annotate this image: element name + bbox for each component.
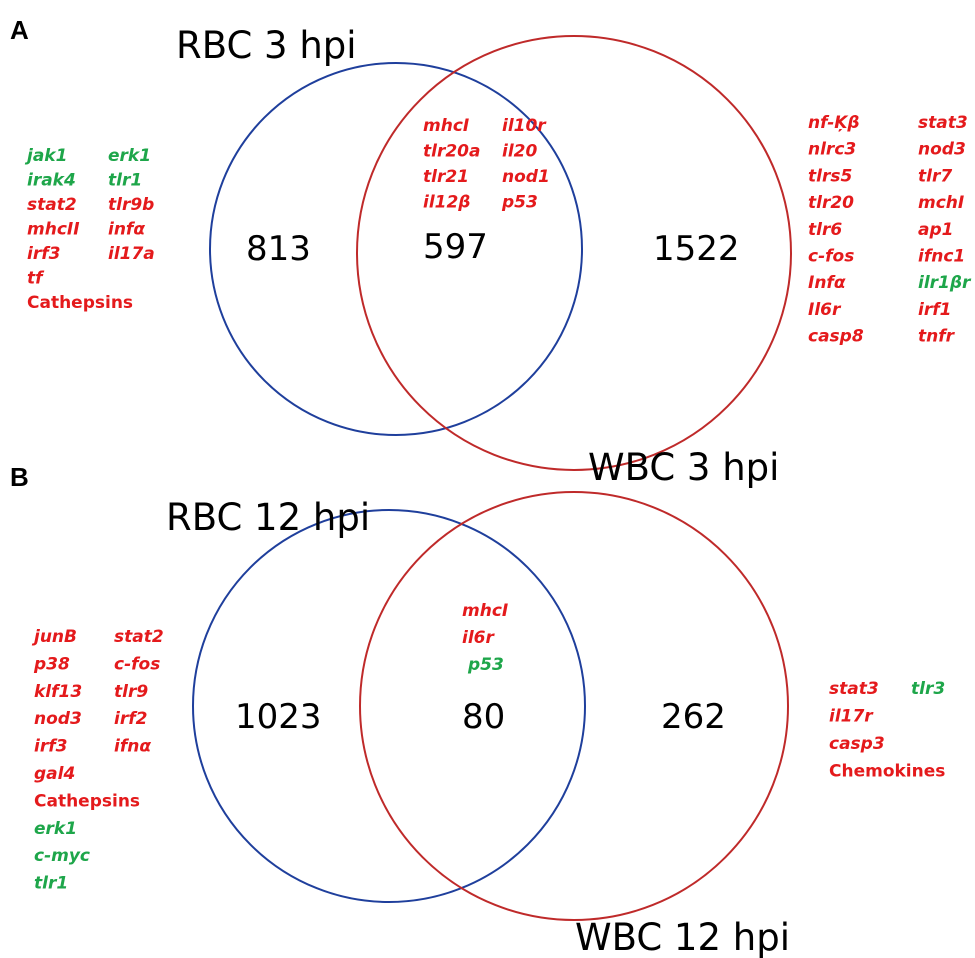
gene-label: ap1 [918, 220, 953, 240]
panel-letter-b: B [10, 462, 29, 492]
gene-label: p53 [467, 655, 504, 675]
gene-label: tf [27, 269, 45, 289]
gene-label: tnfr [918, 327, 956, 347]
wbc-12hpi-circle [359, 491, 789, 921]
rbc-3hpi-title: RBC 3 hpi [176, 24, 357, 67]
gene-label: c-myc [34, 846, 90, 866]
gene-label: il20 [502, 142, 537, 162]
gene-label: klf13 [34, 682, 82, 702]
gene-label: Il6r [808, 300, 842, 320]
gene-label: tlr9b [108, 195, 154, 215]
gene-label: tlr6 [808, 220, 842, 240]
rbc-12hpi-only-count: 1023 [235, 697, 322, 737]
gene-label: il17r [829, 707, 874, 727]
overlap-12hpi-count: 80 [462, 697, 505, 737]
gene-label: irf2 [114, 709, 147, 729]
gene-label: Chemokines [829, 762, 945, 782]
gene-label: erk1 [108, 146, 151, 166]
gene-label: Cathepsins [34, 791, 140, 811]
gene-label: mhcI [423, 116, 469, 136]
gene-label: ifnc1 [918, 247, 965, 267]
gene-label: c-fos [114, 654, 160, 674]
gene-label: junB [31, 627, 77, 647]
gene-label: p53 [501, 193, 538, 213]
gene-label: stat2 [27, 195, 77, 215]
overlap-3hpi-gene-list: mhcI il10r tlr20a il20 tlr21 nod1 il12β p53 [423, 116, 550, 213]
gene-label: ilr1βr [918, 273, 972, 293]
gene-label: tlr9 [114, 682, 148, 702]
rbc-3hpi-only-count: 813 [246, 229, 311, 269]
gene-label: nod1 [502, 167, 550, 187]
gene-label: infα [108, 220, 145, 240]
wbc-12hpi-only-count: 262 [661, 697, 726, 737]
gene-label: stat2 [114, 627, 164, 647]
gene-label: tlr1 [108, 171, 142, 191]
rbc-12hpi-circle [192, 509, 586, 903]
gene-label: ifnα [114, 737, 151, 757]
gene-label: p38 [33, 654, 70, 674]
gene-label: il12β [423, 193, 470, 213]
gene-label: jak1 [24, 146, 67, 166]
gene-label: tlr21 [423, 167, 469, 187]
panel-a: A RBC 3 hpi WBC 3 hpi 813 597 1522 jak1 e… [10, 15, 972, 489]
gene-label: tlr20a [423, 142, 480, 162]
gene-label: Cathepsins [27, 293, 133, 313]
wbc-3hpi-gene-list: nf-Ķβ stat3 nlrc3 nod3 tlrs5 tlr7 tlr20 mchI tlr… [808, 113, 972, 347]
rbc-3hpi-circle [209, 62, 583, 436]
gene-label: nf-Ķβ [808, 113, 860, 133]
gene-label: erk1 [34, 819, 77, 839]
gene-label: nod3 [34, 709, 82, 729]
gene-label: il17a [108, 244, 155, 264]
gene-label: tlrs5 [808, 166, 852, 186]
overlap-3hpi-count: 597 [423, 227, 488, 267]
wbc-3hpi-circle [356, 35, 792, 471]
gene-label: casp8 [808, 327, 864, 347]
gene-label: casp3 [829, 734, 885, 754]
gene-label: stat3 [829, 679, 879, 699]
gene-label: gal4 [34, 764, 75, 784]
gene-label: stat3 [918, 113, 968, 133]
panel-b: B RBC 12 hpi WBC 12 hpi 1023 80 262 junB… [10, 462, 945, 958]
gene-label: tlr20 [808, 193, 854, 213]
gene-label: tlr3 [911, 679, 945, 699]
gene-label: mhcII [27, 220, 80, 240]
gene-label: irf3 [34, 737, 67, 757]
rbc-3hpi-gene-list: jak1 erk1 irak4 tlr1 stat2 tlr9b mhcII infα irf3… [24, 146, 155, 313]
overlap-12hpi-gene-list: mhcI il6r p53 [462, 601, 508, 675]
gene-label: c-fos [808, 247, 854, 267]
gene-label: Infα [808, 273, 846, 293]
rbc-12hpi-gene-list: junB stat2 p38 c-fos klf13 tlr9 nod3 irf2 irf3 if… [31, 627, 164, 894]
wbc-12hpi-title: WBC 12 hpi [575, 916, 790, 958]
gene-label: mhcI [462, 601, 508, 621]
gene-label: irf3 [27, 244, 60, 264]
wbc-3hpi-only-count: 1522 [653, 229, 740, 269]
gene-label: tlr7 [918, 166, 952, 186]
gene-label: il6r [462, 628, 495, 648]
wbc-3hpi-title: WBC 3 hpi [588, 446, 779, 489]
gene-label: tlr1 [34, 874, 68, 894]
gene-label: irak4 [27, 171, 76, 191]
gene-label: irf1 [918, 300, 951, 320]
gene-label: nod3 [918, 140, 966, 160]
gene-label: mchI [918, 193, 964, 213]
gene-label: il10r [502, 116, 547, 136]
panel-letter-a: A [10, 15, 29, 45]
gene-label: nlrc3 [808, 140, 856, 160]
rbc-12hpi-title: RBC 12 hpi [166, 496, 370, 539]
